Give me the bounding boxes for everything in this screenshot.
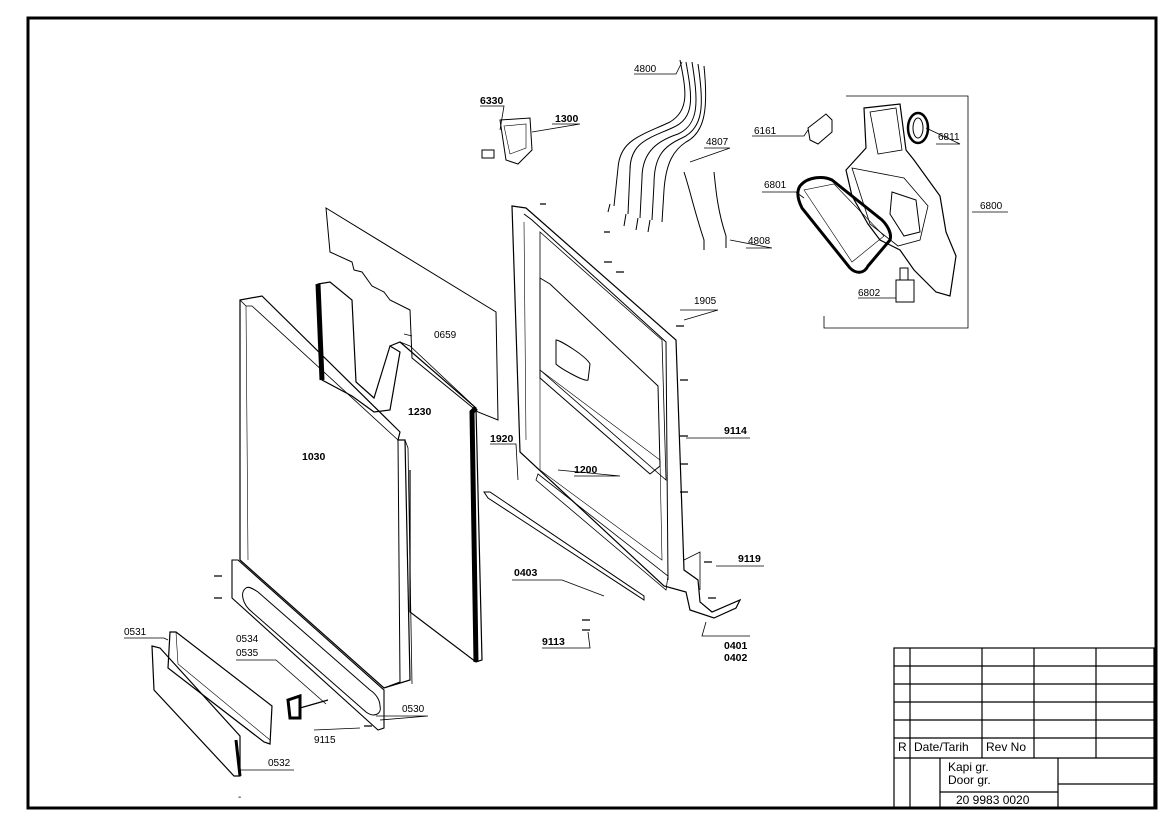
drawing-frame xyxy=(26,16,1158,810)
label-1200: 1200 xyxy=(574,464,598,476)
label-9115: 9115 xyxy=(314,735,336,746)
label-4800: 4800 xyxy=(634,64,657,75)
revno-header: Rev No xyxy=(986,740,1027,754)
label-6800: 6800 xyxy=(980,201,1003,212)
label-1230: 1230 xyxy=(408,406,432,418)
title-block-grid xyxy=(893,647,1155,809)
label-4807: 4807 xyxy=(706,137,729,148)
label-0532: 0532 xyxy=(268,758,291,769)
bottom-trim-0530 xyxy=(231,559,385,731)
sheet-0659 xyxy=(325,207,499,421)
label-9113: 9113 xyxy=(542,636,565,648)
dispenser-assembly-6800 xyxy=(845,103,957,297)
group-bracket-6800 xyxy=(823,95,969,329)
label-6801: 6801 xyxy=(764,180,787,191)
title-block: R Date/Tarih Rev No Kapi gr. Door gr. 20… xyxy=(894,648,1154,808)
inner-door-1200 xyxy=(511,205,742,619)
label-0534: 0534 xyxy=(236,634,259,645)
label-9119: 9119 xyxy=(738,553,761,565)
label-dash: - xyxy=(238,792,242,803)
rev-column-label: R xyxy=(898,740,907,754)
label-0659: 0659 xyxy=(434,330,457,341)
date-header: Date/Tarih xyxy=(914,740,969,754)
label-6330: 6330 xyxy=(480,95,504,107)
insulation-board-1230 xyxy=(389,341,483,663)
label-0402: 0402 xyxy=(724,652,748,664)
ring-6811 xyxy=(906,111,930,145)
label-6802: 6802 xyxy=(858,288,881,299)
label-1300: 1300 xyxy=(555,113,579,125)
bracket-6161 xyxy=(807,113,833,145)
label-9114: 9114 xyxy=(724,425,747,437)
label-0403: 0403 xyxy=(514,567,538,579)
handle-0534-0535 xyxy=(286,693,329,720)
label-1030: 1030 xyxy=(302,451,326,463)
outer-door-panel-1030 xyxy=(239,295,413,689)
drawing-name-tr: Kapi gr. xyxy=(948,760,989,774)
leader-lines xyxy=(124,61,1008,771)
screws xyxy=(214,203,716,727)
label-0401: 0401 xyxy=(724,640,748,652)
gasket-strip-1920 xyxy=(483,491,645,601)
label-6161: 6161 xyxy=(754,126,777,137)
label-4808: 4808 xyxy=(748,236,771,247)
part-1300 xyxy=(481,117,533,165)
label-0530: 0530 xyxy=(402,704,425,715)
drawing-name-en: Door gr. xyxy=(948,773,991,787)
label-6811: 6811 xyxy=(938,132,960,143)
label-0531: 0531 xyxy=(124,627,147,638)
part-number: 20 9983 0020 xyxy=(956,793,1030,807)
label-0535: 0535 xyxy=(236,648,259,659)
label-1905: 1905 xyxy=(694,296,717,307)
wires-4807-4808 xyxy=(683,171,727,250)
wire-harness-4800 xyxy=(607,59,707,233)
part-6802 xyxy=(895,267,915,303)
front-panel-0532 xyxy=(151,645,242,777)
front-panel-0531 xyxy=(167,631,273,745)
insulation-frame-piece xyxy=(315,281,401,413)
gasket-6801 xyxy=(796,176,892,274)
label-1920: 1920 xyxy=(490,433,514,445)
